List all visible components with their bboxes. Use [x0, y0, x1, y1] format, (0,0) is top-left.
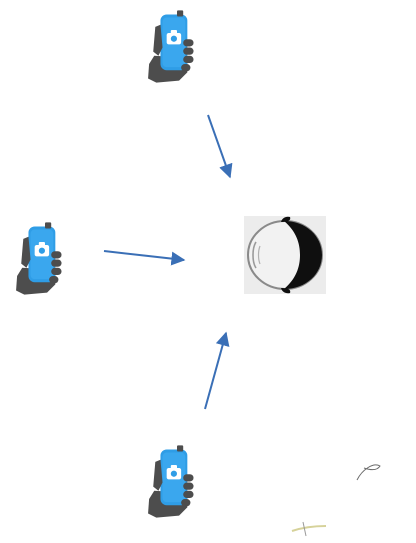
top-arrow — [207, 114, 233, 179]
camera-icon — [148, 445, 194, 518]
decorative-squiggle — [291, 464, 381, 537]
phone-top — [148, 10, 194, 83]
head-top-view-icon — [244, 216, 326, 294]
left-arrow — [103, 250, 186, 266]
camera-icon — [148, 10, 194, 83]
camera-icon — [16, 222, 62, 295]
phone-left — [16, 222, 62, 295]
phone-bottom — [148, 445, 194, 518]
bottom-arrow — [204, 331, 230, 410]
